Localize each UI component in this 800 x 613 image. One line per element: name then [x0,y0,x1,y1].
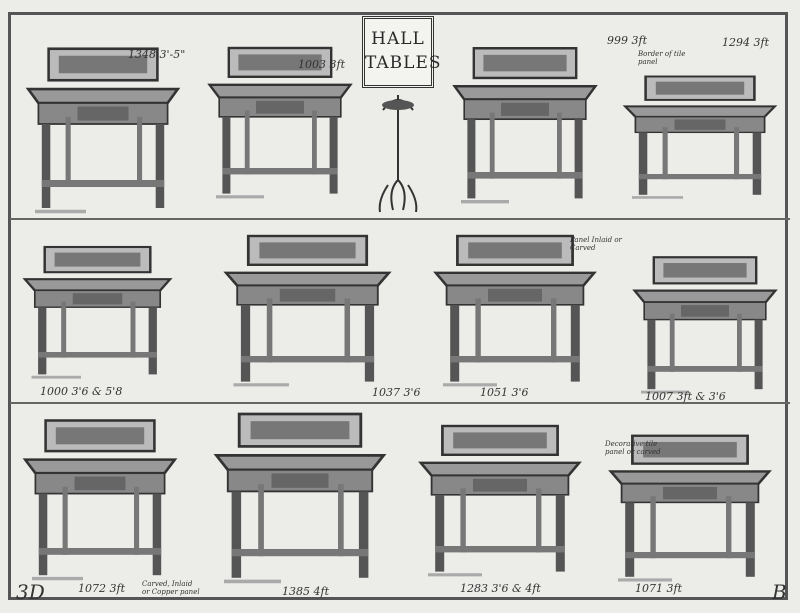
item-size: 3'6 [511,386,529,399]
item-label: 1072 3ft [78,582,125,595]
item-label: 1037 3'6 [372,386,421,399]
item-note: Panel Inlaid or Carved [570,236,622,252]
hall-table-illustration [18,40,188,215]
item-note: Carved, Inlaid or Copper panel [142,580,200,596]
item-label: 1283 3'6 & 4ft [460,582,541,595]
page-border [8,12,788,600]
item-label: 999 3ft [607,34,647,47]
item-size: 3ft [753,36,770,49]
row-divider [10,402,790,404]
item-number: 1348 [128,48,156,61]
corner-right-mark: B [772,580,787,604]
item-size: 3ft [631,34,648,47]
item-label: 1007 3ft & 3'6 [645,390,726,403]
item-size: 3'-5" [159,48,186,61]
hall-table-illustration [200,40,360,200]
hall-table-illustration [15,240,180,380]
item-number: 1003 [298,58,326,71]
hall-table-illustration [15,412,185,582]
item-note: Decorative tile panel or carved [605,440,661,456]
title-line-1: HALL [371,29,425,49]
item-number: 1007 [645,390,673,403]
item-number: 999 [607,34,628,47]
hall-table-illustration [205,405,395,585]
item-number: 1071 [635,582,663,595]
item-number: 1051 [480,386,508,399]
item-note: Border of tile panel [638,50,686,66]
item-label: 1294 3ft [722,36,769,49]
hall-table-illustration [410,418,590,578]
item-size: 3'6 & 4ft [491,582,541,595]
item-size: 3ft [109,582,126,595]
item-number: 1283 [460,582,488,595]
hall-table-illustration [445,40,605,205]
title-line-2: TABLES [365,53,442,73]
corner-left-mark: 3D [16,580,45,604]
item-number: 1385 [282,585,310,598]
item-label: 1348 3'-5" [128,48,185,61]
item-size: 4ft [313,585,330,598]
hall-table-illustration [425,228,605,388]
hall-table-illustration [600,428,780,583]
item-number: 1000 [40,385,68,398]
item-label: 1051 3'6 [480,386,529,399]
item-size: 3ft [666,582,683,595]
plant-stand-illustration [368,90,428,215]
hall-table-illustration [625,250,785,395]
item-number: 1037 [372,386,400,399]
item-label: 1071 3ft [635,582,682,595]
item-label: 1000 3'6 & 5'8 [40,385,122,398]
item-number: 1072 [78,582,106,595]
hall-table-illustration [615,70,785,200]
item-size: 3ft & 3'6 [676,390,726,403]
page-title: HALL TABLES [362,16,442,88]
item-size: 3'6 [403,386,421,399]
item-size: 3'6 & 5'8 [71,385,123,398]
item-size: 3ft [329,58,346,71]
item-label: 1385 4ft [282,585,329,598]
item-label: 1003 3ft [298,58,345,71]
hall-table-illustration [215,228,400,388]
item-number: 1294 [722,36,750,49]
row-divider [10,218,790,220]
